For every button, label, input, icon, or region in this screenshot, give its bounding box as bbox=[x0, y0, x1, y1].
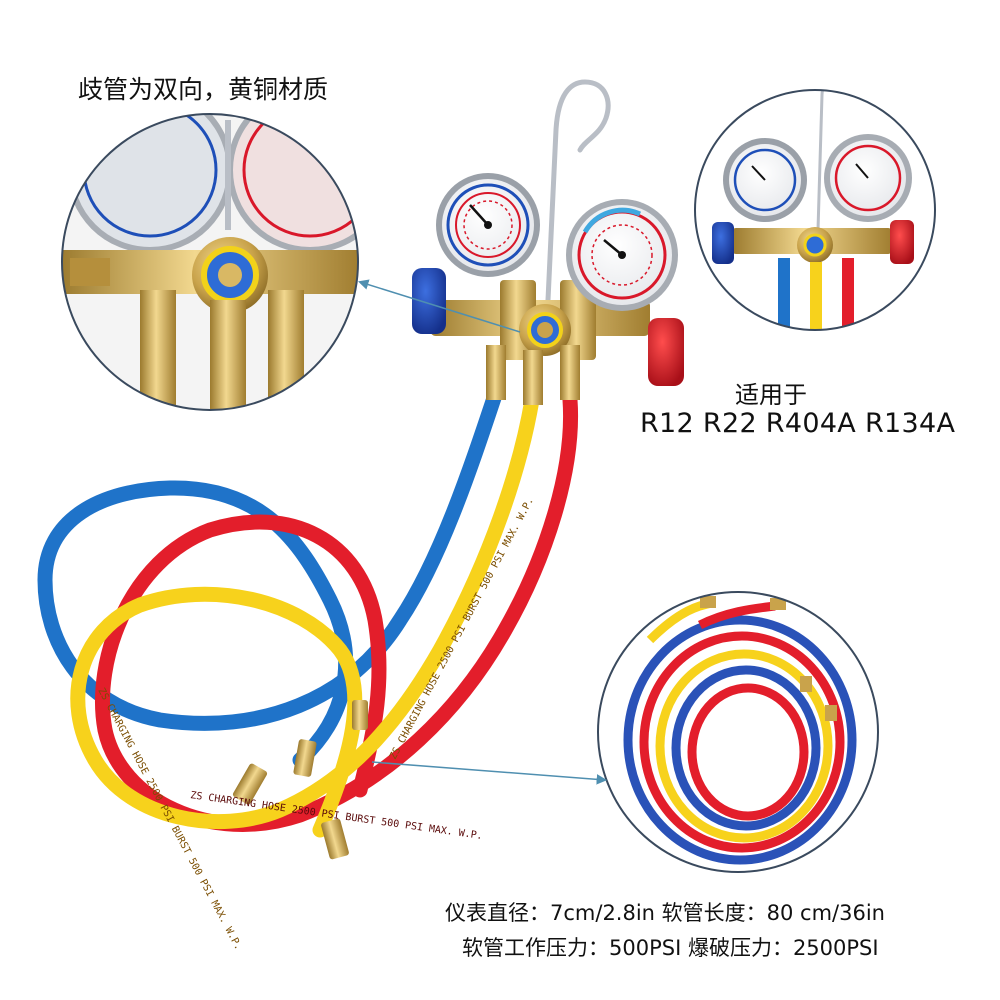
blue-hose bbox=[37, 387, 503, 768]
detail-circle-manifold bbox=[61, 113, 359, 411]
red-knob[interactable] bbox=[648, 318, 684, 386]
knob-icon bbox=[412, 268, 446, 334]
yellow-hose bbox=[70, 392, 540, 838]
knob-icon bbox=[648, 318, 684, 386]
detail-circle-gauge-set bbox=[694, 89, 936, 331]
blue-knob[interactable] bbox=[412, 268, 446, 334]
spec-pressure: 软管工作压力：500PSI 爆破压力：2500PSI bbox=[462, 936, 879, 960]
hose-end-fittings bbox=[232, 700, 368, 860]
pointer-arrow-hoses bbox=[371, 761, 608, 785]
low-pressure-gauge bbox=[436, 173, 540, 277]
high-pressure-gauge bbox=[566, 199, 678, 311]
manifold-material-caption: 歧管为双向，黄铜材质 bbox=[78, 75, 329, 104]
spec-gauge-hose-length: 仪表直径：7cm/2.8in 软管长度：80 cm/36in bbox=[445, 901, 885, 925]
pointer-arrow-manifold bbox=[357, 279, 521, 333]
detail-circle-hoses bbox=[597, 591, 879, 873]
hook-icon bbox=[545, 79, 611, 303]
refrigerant-list: R12 R22 R404A R134A bbox=[640, 408, 956, 439]
manifold-body bbox=[430, 280, 650, 405]
applicable-title: 适用于 bbox=[735, 381, 807, 409]
red-hose bbox=[95, 392, 579, 832]
